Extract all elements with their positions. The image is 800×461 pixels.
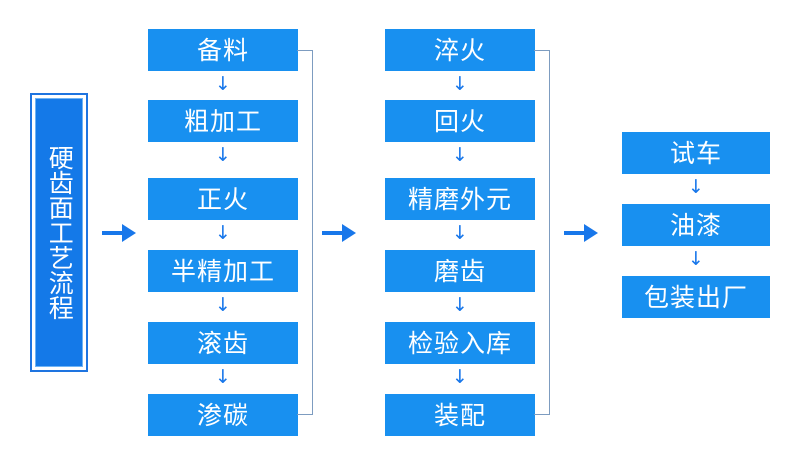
down-arrow-icon: ↓ [452, 294, 468, 316]
process-box[interactable]: 渗碳 [148, 394, 298, 436]
bracket-column-1 [297, 50, 313, 415]
down-arrow-icon: ↓ [452, 366, 468, 388]
process-box[interactable]: 包装出厂 [622, 276, 770, 318]
down-arrow-icon: ↓ [215, 73, 231, 95]
process-box[interactable]: 检验入库 [385, 322, 535, 364]
down-arrow-icon: ↓ [688, 176, 704, 198]
process-box[interactable]: 装配 [385, 394, 535, 436]
down-arrow-icon: ↓ [215, 222, 231, 244]
arrow-column-2-to-column-3 [562, 220, 600, 246]
process-box[interactable]: 试车 [622, 132, 770, 174]
diagram-title-plaque-inner: 硬齿面工艺流程 [35, 98, 83, 367]
process-box[interactable]: 半精加工 [148, 250, 298, 292]
down-arrow-icon: ↓ [215, 144, 231, 166]
process-box[interactable]: 淬火 [385, 29, 535, 71]
bracket-column-2 [534, 50, 550, 415]
process-box[interactable]: 正火 [148, 178, 298, 220]
process-box[interactable]: 粗加工 [148, 100, 298, 142]
diagram-title-text: 硬齿面工艺流程 [45, 145, 75, 320]
down-arrow-icon: ↓ [215, 366, 231, 388]
down-arrow-icon: ↓ [452, 222, 468, 244]
process-box[interactable]: 滚齿 [148, 322, 298, 364]
arrow-title-to-column-1 [100, 220, 138, 246]
process-box[interactable]: 磨齿 [385, 250, 535, 292]
down-arrow-icon: ↓ [452, 73, 468, 95]
process-box[interactable]: 精磨外元 [385, 178, 535, 220]
down-arrow-icon: ↓ [452, 144, 468, 166]
process-box[interactable]: 备料 [148, 29, 298, 71]
process-box[interactable]: 油漆 [622, 204, 770, 246]
down-arrow-icon: ↓ [215, 294, 231, 316]
down-arrow-icon: ↓ [688, 248, 704, 270]
process-box[interactable]: 回火 [385, 100, 535, 142]
diagram-title-plaque: 硬齿面工艺流程 [30, 93, 88, 372]
arrow-column-1-to-column-2 [320, 220, 358, 246]
